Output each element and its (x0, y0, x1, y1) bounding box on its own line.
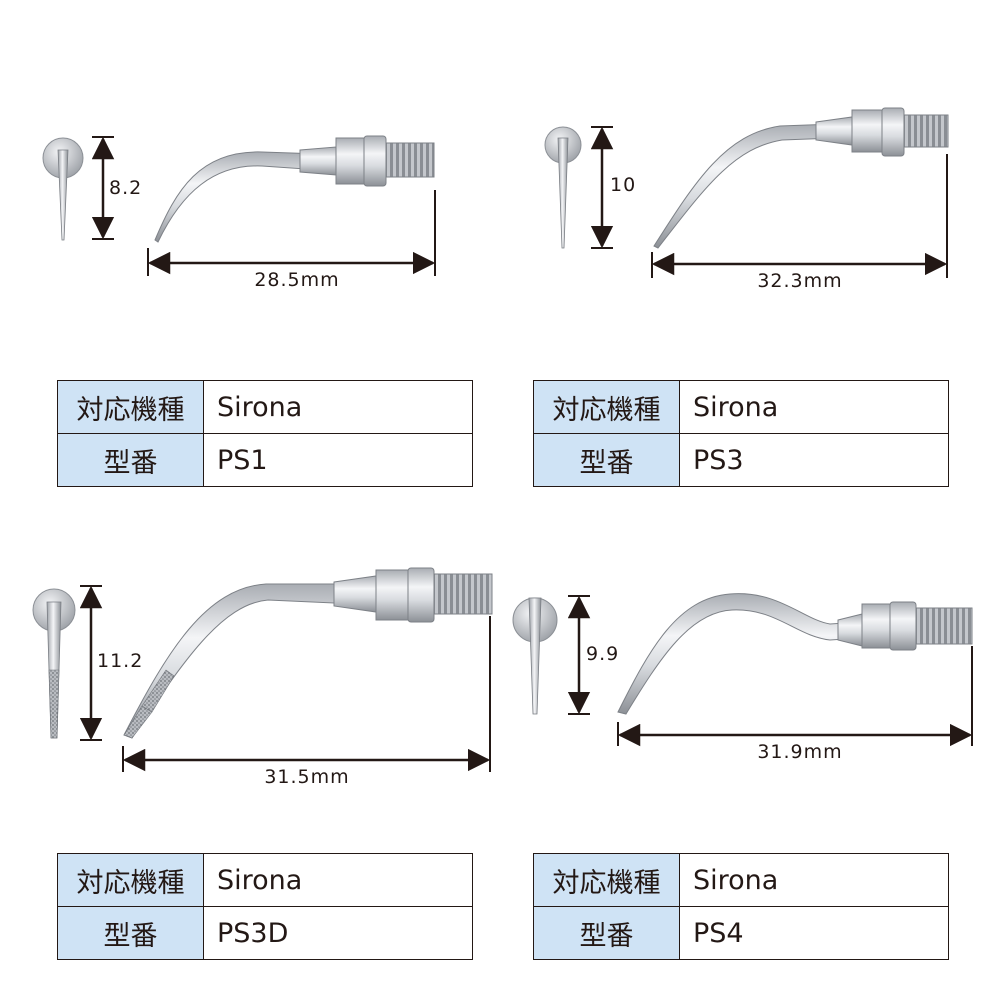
maker-label: 対応機種 (533, 380, 680, 434)
maker-value: Sirona (679, 853, 949, 907)
model-label: 型番 (57, 433, 204, 487)
tip-illustration: 11.2 31.5mm (32, 567, 493, 788)
scaler-tip (154, 135, 435, 243)
height-value: 8.2 (109, 177, 142, 199)
maker-value: Sirona (203, 380, 473, 434)
model-label: 型番 (533, 906, 680, 960)
maker-row: 対応機種 Sirona (57, 380, 473, 434)
product-panel-ps4: 9.9 31.9mm 対応機種 Sirona 型番 PS4 (500, 500, 1000, 1000)
length-dimension: 31.5mm (122, 616, 491, 788)
model-label: 型番 (57, 906, 204, 960)
model-row: 型番 PS1 (57, 433, 473, 487)
spec-table: 対応機種 Sirona 型番 PS3D (57, 853, 473, 960)
tip-illustration: 10 32.3mm (544, 107, 949, 292)
spec-table: 対応機種 Sirona 型番 PS1 (57, 380, 473, 487)
model-label: 型番 (533, 433, 680, 487)
height-value: 11.2 (97, 650, 143, 672)
front-view-icon (544, 126, 582, 249)
maker-row: 対応機種 Sirona (57, 853, 473, 907)
length-dimension: 31.9mm (617, 646, 973, 763)
length-value: 32.3mm (757, 270, 842, 292)
spec-table: 対応機種 Sirona 型番 PS4 (533, 853, 949, 960)
maker-row: 対応機種 Sirona (533, 853, 949, 907)
height-value: 9.9 (586, 643, 619, 665)
length-value: 31.9mm (757, 741, 842, 763)
product-panel-ps3: 10 32.3mm 対応機種 Sirona 型番 PS3 (500, 0, 1000, 500)
height-dimension: 8.2 (91, 136, 142, 240)
height-dimension: 10 (590, 126, 636, 249)
front-view-icon (42, 137, 84, 241)
scaler-tip (123, 567, 493, 739)
length-dimension: 28.5mm (147, 190, 436, 291)
length-value: 28.5mm (254, 269, 339, 291)
model-row: 型番 PS3 (533, 433, 949, 487)
front-view-icon (512, 597, 558, 715)
tip-illustration: 8.2 28.5mm (42, 135, 436, 291)
height-value: 10 (610, 174, 636, 196)
length-value: 31.5mm (264, 766, 349, 788)
maker-label: 対応機種 (533, 853, 680, 907)
maker-row: 対応機種 Sirona (533, 380, 949, 434)
maker-label: 対応機種 (57, 380, 204, 434)
tip-illustration: 9.9 31.9mm (512, 593, 973, 763)
height-dimension: 11.2 (79, 585, 143, 741)
length-dimension: 32.3mm (651, 154, 948, 292)
model-value: PS4 (679, 906, 949, 960)
model-value: PS3 (679, 433, 949, 487)
scaler-tip (653, 107, 949, 249)
maker-value: Sirona (679, 380, 949, 434)
model-value: PS1 (203, 433, 473, 487)
maker-value: Sirona (203, 853, 473, 907)
model-value: PS3D (203, 906, 473, 960)
model-row: 型番 PS4 (533, 906, 949, 960)
product-panel-ps1: 8.2 28.5mm 対応機種 Sirona 型番 PS1 (0, 0, 500, 500)
product-panel-ps3d: 11.2 31.5mm 対応機種 Sirona 型番 PS3D (0, 500, 500, 1000)
model-row: 型番 PS3D (57, 906, 473, 960)
scaler-tip (617, 593, 973, 715)
front-view-icon (32, 588, 76, 739)
maker-label: 対応機種 (57, 853, 204, 907)
height-dimension: 9.9 (567, 595, 619, 715)
spec-table: 対応機種 Sirona 型番 PS3 (533, 380, 949, 487)
